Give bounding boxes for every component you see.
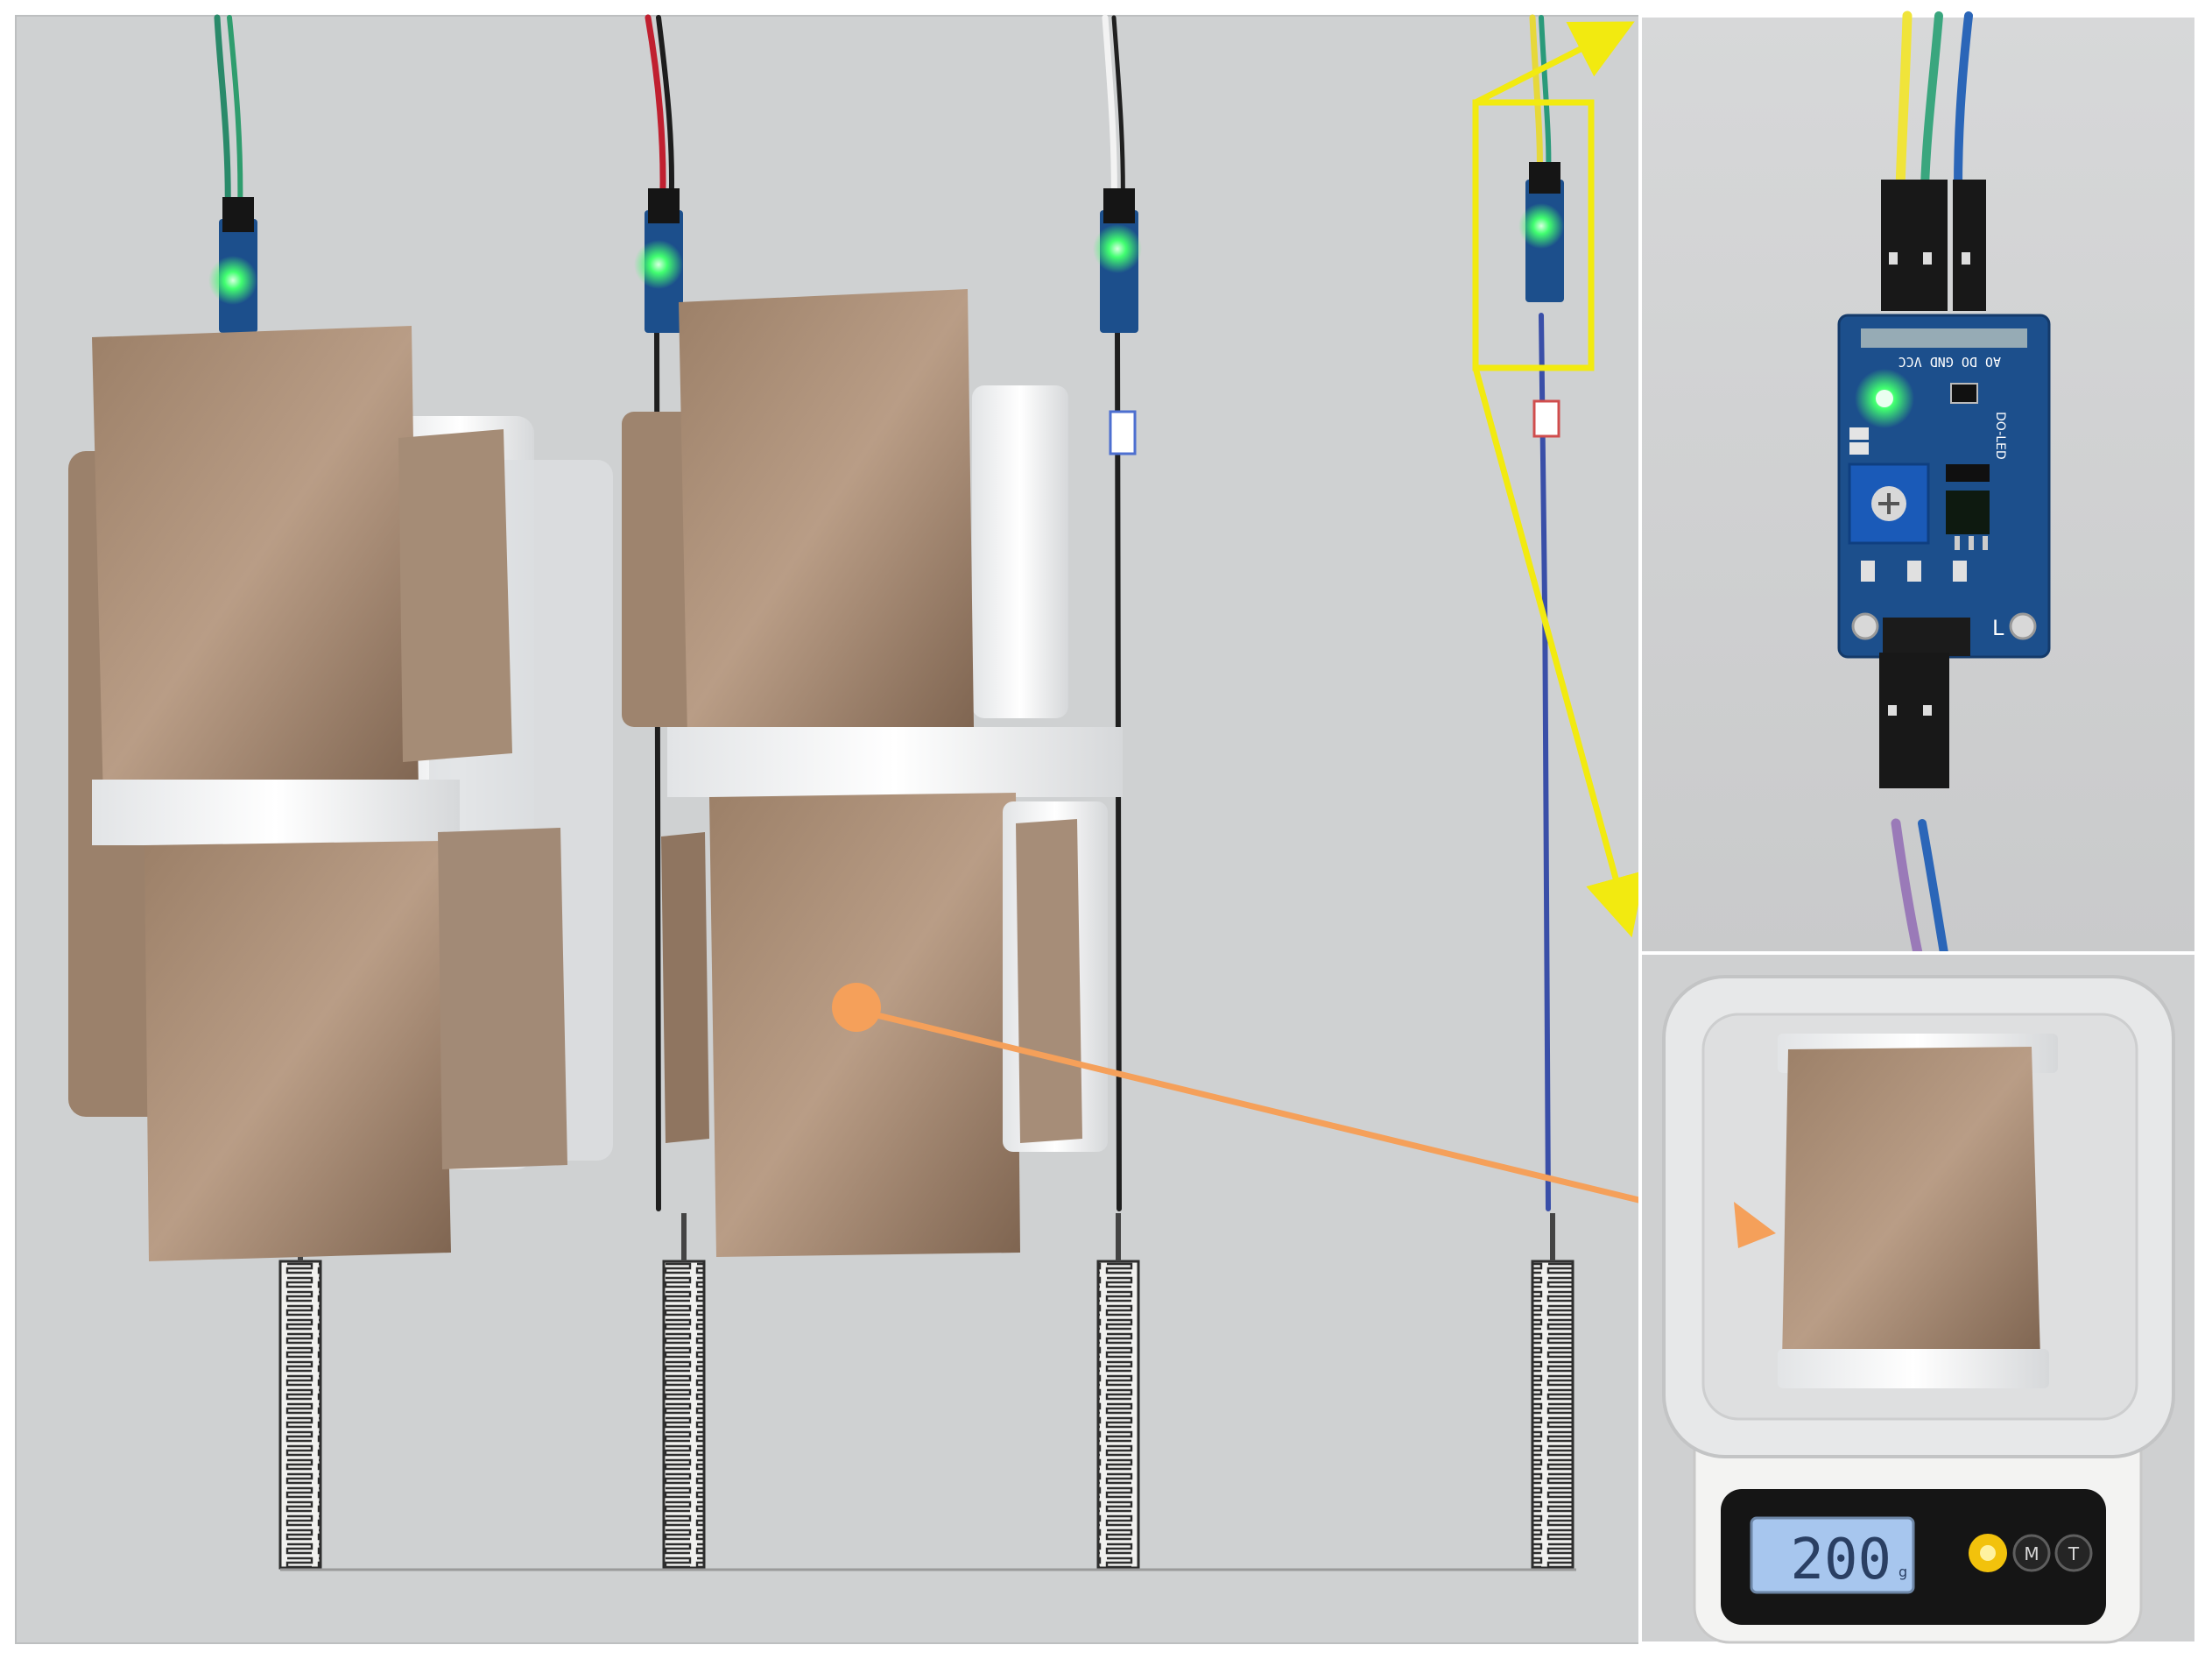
scale-mode-label: M bbox=[2024, 1543, 2039, 1564]
kitchen-scale: 200 g M T bbox=[1662, 975, 2175, 1644]
dot-icon bbox=[832, 983, 881, 1032]
scale-tare-label: T bbox=[2068, 1543, 2080, 1564]
inset-top-panel: AO DO GND VCC DO-LED L bbox=[1638, 11, 2198, 958]
scale-lcd bbox=[1750, 1516, 1915, 1594]
sand-bag-stack-1 bbox=[68, 326, 613, 1261]
led-label: DO-LED bbox=[1993, 412, 2007, 460]
force-sensor-strip-2 bbox=[662, 1260, 706, 1570]
pin-labels: AO DO GND VCC bbox=[1899, 354, 2001, 370]
header-pins-bottom bbox=[1879, 618, 1970, 788]
sand-bag-stack-2 bbox=[622, 289, 1123, 1257]
force-sensor-strip-3 bbox=[1096, 1260, 1140, 1570]
scale-tare-button[interactable] bbox=[2054, 1534, 2093, 1572]
header-pins-top bbox=[1881, 180, 1986, 311]
sensor-module-board: AO DO GND VCC DO-LED L bbox=[1837, 314, 2051, 659]
callout-arrowhead bbox=[1734, 1202, 1776, 1248]
arrow-icon bbox=[1474, 21, 1635, 106]
scale-display-value: 200 bbox=[1790, 1528, 1891, 1592]
sensor-modules bbox=[208, 162, 1564, 333]
arrow-icon bbox=[862, 1008, 1788, 1249]
highlight-annotations bbox=[1472, 21, 1645, 938]
sensor-module-1 bbox=[208, 197, 257, 333]
sand-bag-weighed bbox=[1778, 1034, 2058, 1388]
force-sensor-strip-4 bbox=[1531, 1260, 1574, 1570]
sensor-module-4 bbox=[1518, 162, 1564, 302]
callout-annotation bbox=[832, 983, 1788, 1249]
scale-display-unit: g bbox=[1899, 1564, 1907, 1580]
highlight-box bbox=[1472, 99, 1595, 371]
force-sensor-strip-1 bbox=[278, 1260, 322, 1570]
scale-mode-button[interactable] bbox=[2012, 1534, 2051, 1572]
arrow-icon bbox=[1472, 367, 1645, 938]
main-panel bbox=[15, 14, 1788, 1644]
sensor-module-3 bbox=[1093, 188, 1142, 333]
lower-marker: L bbox=[1992, 616, 2004, 640]
sensor-module-2 bbox=[634, 188, 683, 333]
inset-bottom-panel: 200 g M T bbox=[1638, 951, 2198, 1645]
module-wires bbox=[1891, 11, 1973, 958]
